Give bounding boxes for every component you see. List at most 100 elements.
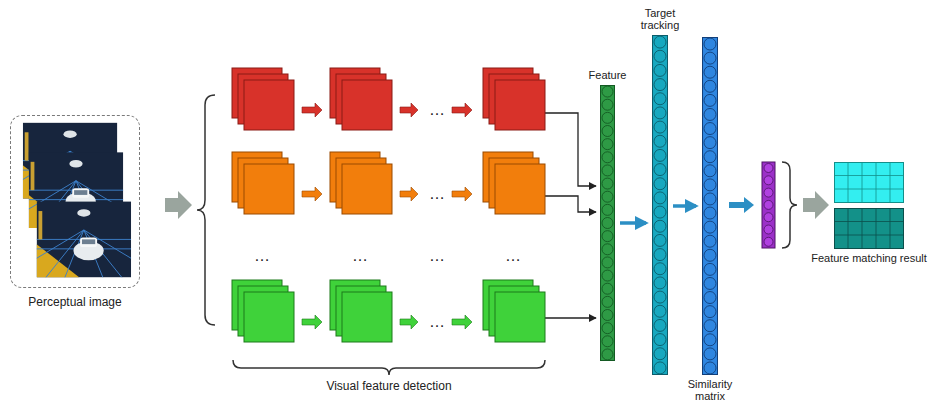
row-arrow xyxy=(452,103,472,117)
feature-map xyxy=(342,164,392,214)
vector-cell xyxy=(654,50,666,62)
vector-cell xyxy=(602,126,613,137)
ellipsis: … xyxy=(352,247,368,265)
vector-cell xyxy=(602,204,613,215)
vector-cell xyxy=(654,220,666,232)
feature-map xyxy=(244,164,294,214)
row-arrow xyxy=(302,315,322,329)
vector-cell xyxy=(602,152,613,163)
vector-body xyxy=(703,38,718,375)
node-label: Perceptual image xyxy=(28,295,121,309)
vector-cell xyxy=(704,263,716,275)
vector-cell xyxy=(704,66,716,78)
vector-cell xyxy=(704,38,716,50)
brace xyxy=(197,95,215,325)
vector-cell xyxy=(704,151,716,163)
vector-cell xyxy=(654,149,666,161)
feature-link xyxy=(545,317,596,318)
group-label: Visual feature detection xyxy=(326,379,451,393)
vector-cell xyxy=(602,218,613,229)
vector-cell xyxy=(654,206,666,218)
vector-cell xyxy=(602,270,613,281)
vector-cell xyxy=(602,178,613,189)
result-grid xyxy=(835,163,904,203)
vector-cell xyxy=(704,165,716,177)
feature-map xyxy=(342,80,392,130)
matching-result-art xyxy=(834,162,904,249)
vector-cell xyxy=(654,121,666,133)
vector-cell xyxy=(602,257,613,268)
vector-cell xyxy=(602,99,613,110)
feature-map xyxy=(342,292,392,342)
vector-cell xyxy=(654,348,666,360)
vector-cell xyxy=(704,362,716,374)
vector-cell xyxy=(764,176,773,185)
vector-cell xyxy=(654,192,666,204)
vector-cell xyxy=(704,277,716,289)
flow-arrow xyxy=(803,191,829,219)
vector-cell xyxy=(704,108,716,120)
feature-vector: Feature xyxy=(600,85,615,361)
vector-cell xyxy=(704,193,716,205)
vector-cell xyxy=(654,334,666,346)
flow-arrow xyxy=(729,197,754,213)
node-label: Feature xyxy=(589,69,627,81)
result-grid xyxy=(835,209,904,249)
vector-cell xyxy=(654,107,666,119)
vector-cell xyxy=(704,235,716,247)
vector-cell xyxy=(654,64,666,76)
feature-vector-art xyxy=(600,85,615,361)
brace xyxy=(782,162,797,248)
bracket xyxy=(233,360,545,375)
road-image xyxy=(37,202,132,278)
vector-cell xyxy=(654,319,666,331)
vector-cell xyxy=(602,336,613,347)
vector-cell xyxy=(602,139,613,150)
vector-cell xyxy=(602,86,613,97)
tracking-vector-art xyxy=(652,35,668,375)
row-arrow xyxy=(400,315,418,329)
ellipsis: … xyxy=(429,101,445,119)
row-arrow xyxy=(400,187,418,201)
vector-cell xyxy=(764,200,773,209)
vector-cell xyxy=(602,165,613,176)
feature-link xyxy=(545,113,596,186)
vector-cell xyxy=(654,277,666,289)
vector-cell xyxy=(602,310,613,321)
vector-cell xyxy=(704,137,716,149)
vector-cell xyxy=(602,112,613,123)
vector-cell xyxy=(654,178,666,190)
vector-cell xyxy=(704,123,716,135)
vector-cell xyxy=(704,292,716,304)
vector-cell xyxy=(602,349,613,360)
row-arrow xyxy=(400,103,418,117)
vector-cell xyxy=(704,52,716,64)
vector-cell xyxy=(654,93,666,105)
ellipsis: … xyxy=(429,247,445,265)
vector-cell xyxy=(602,191,613,202)
feature-map xyxy=(495,80,545,130)
tracking-vector: Target tracking xyxy=(652,35,668,375)
ellipsis: … xyxy=(429,313,445,331)
flow-arrow xyxy=(165,191,192,219)
output-vector xyxy=(762,162,775,248)
vector-cell xyxy=(602,231,613,242)
row-arrow xyxy=(302,187,322,201)
ellipsis: … xyxy=(429,185,445,203)
flow-arrow xyxy=(673,204,696,208)
vector-cell xyxy=(764,213,773,222)
vector-cell xyxy=(654,291,666,303)
vector-cell xyxy=(764,164,773,173)
perceptual-image: Perceptual image xyxy=(10,115,140,288)
vector-cell xyxy=(654,263,666,275)
feature-map xyxy=(495,164,545,214)
perceptual-image-art xyxy=(11,116,139,287)
vector-cell xyxy=(704,80,716,92)
feature-map xyxy=(495,292,545,342)
vector-cell xyxy=(602,323,613,334)
flow-arrow xyxy=(620,221,646,225)
vector-cell xyxy=(764,237,773,246)
vector-cell xyxy=(704,348,716,360)
vector-cell xyxy=(704,306,716,318)
